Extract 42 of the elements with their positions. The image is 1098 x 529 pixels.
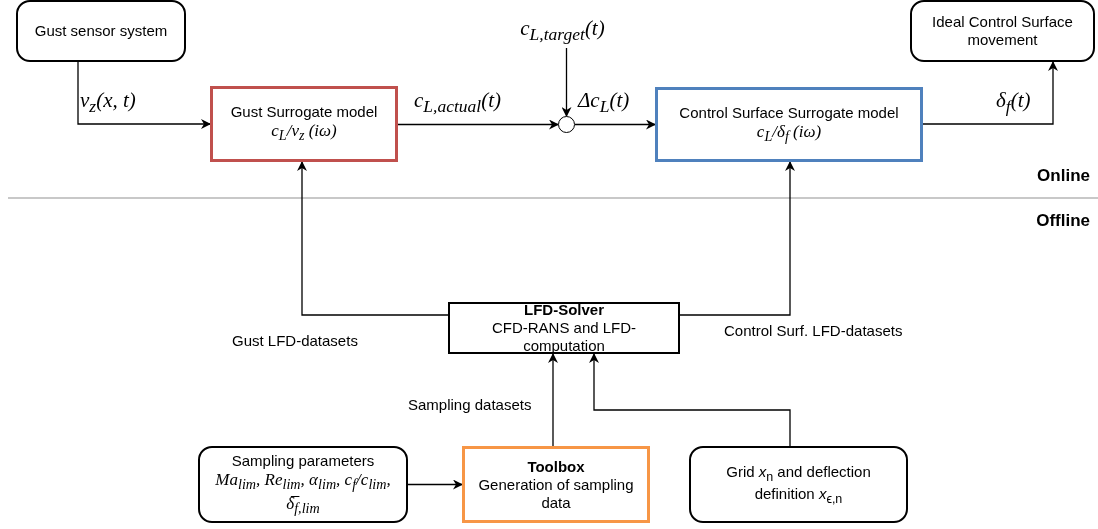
edge-label: Control Surf. LFD-datasets [724, 322, 903, 339]
arrow [548, 353, 558, 447]
edge-label: δ$_{f}$(t) [996, 88, 1031, 118]
section-label: Offline [1036, 211, 1090, 231]
arrow [679, 161, 795, 316]
node-label: Grid x$_{n}$ and deflection definition x$_{ϵ,n}$ [725, 462, 872, 507]
arrow [574, 119, 656, 130]
sensor-box [16, 0, 186, 62]
grid-box [689, 446, 908, 523]
node-label: Sampling parameters [231, 452, 375, 471]
arrow [589, 353, 791, 447]
edge-label: Δc$_{L}$(t) [578, 88, 630, 118]
node-label: Gust sensor system [34, 22, 168, 40]
solver-box [448, 302, 680, 354]
formula: c$_{L,target}$(t) [520, 16, 605, 46]
arrow [297, 161, 449, 316]
model-box [210, 86, 398, 162]
arrow [397, 119, 559, 130]
arrow [561, 47, 572, 117]
edge-label: v$_{z}$(x, t) [80, 88, 136, 118]
formula: c$_{L}$/δ$_{f}$ (iω) [756, 121, 822, 146]
arrow [77, 61, 211, 129]
node-label: Gust Surrogate model [230, 103, 378, 122]
node-label: Toolbox [527, 457, 585, 476]
node-label: Control Surface Surrogate model [679, 103, 899, 122]
edge-label: c$_{L,actual}$(t) [414, 88, 501, 118]
model-box [655, 87, 923, 162]
formula: c$_{L}$/v$_{z}$ (iω) [271, 121, 337, 145]
arrow [407, 479, 463, 490]
node-label: CFD-RANS and LFD-computation [490, 319, 638, 355]
section-label: Online [1037, 166, 1090, 186]
output-box [910, 0, 1095, 62]
parameter-box [198, 446, 408, 523]
arrow [922, 61, 1058, 125]
edge-label: Sampling datasets [408, 396, 532, 413]
toolbox-box [462, 446, 650, 523]
node-label: Ideal Control Surface movement [931, 13, 1074, 49]
node-label: LFD-Solver [524, 301, 604, 319]
node-label: Generation of sampling data [477, 475, 635, 512]
formula: Ma$_{lim}$, Re$_{lim}$, α$_{lim}$, c$_{f}$/c$_{lim}$, δ̅$_{f,lim}$ [214, 470, 392, 517]
edge-label: Gust LFD-datasets [232, 332, 358, 349]
summing-junction [558, 116, 575, 133]
